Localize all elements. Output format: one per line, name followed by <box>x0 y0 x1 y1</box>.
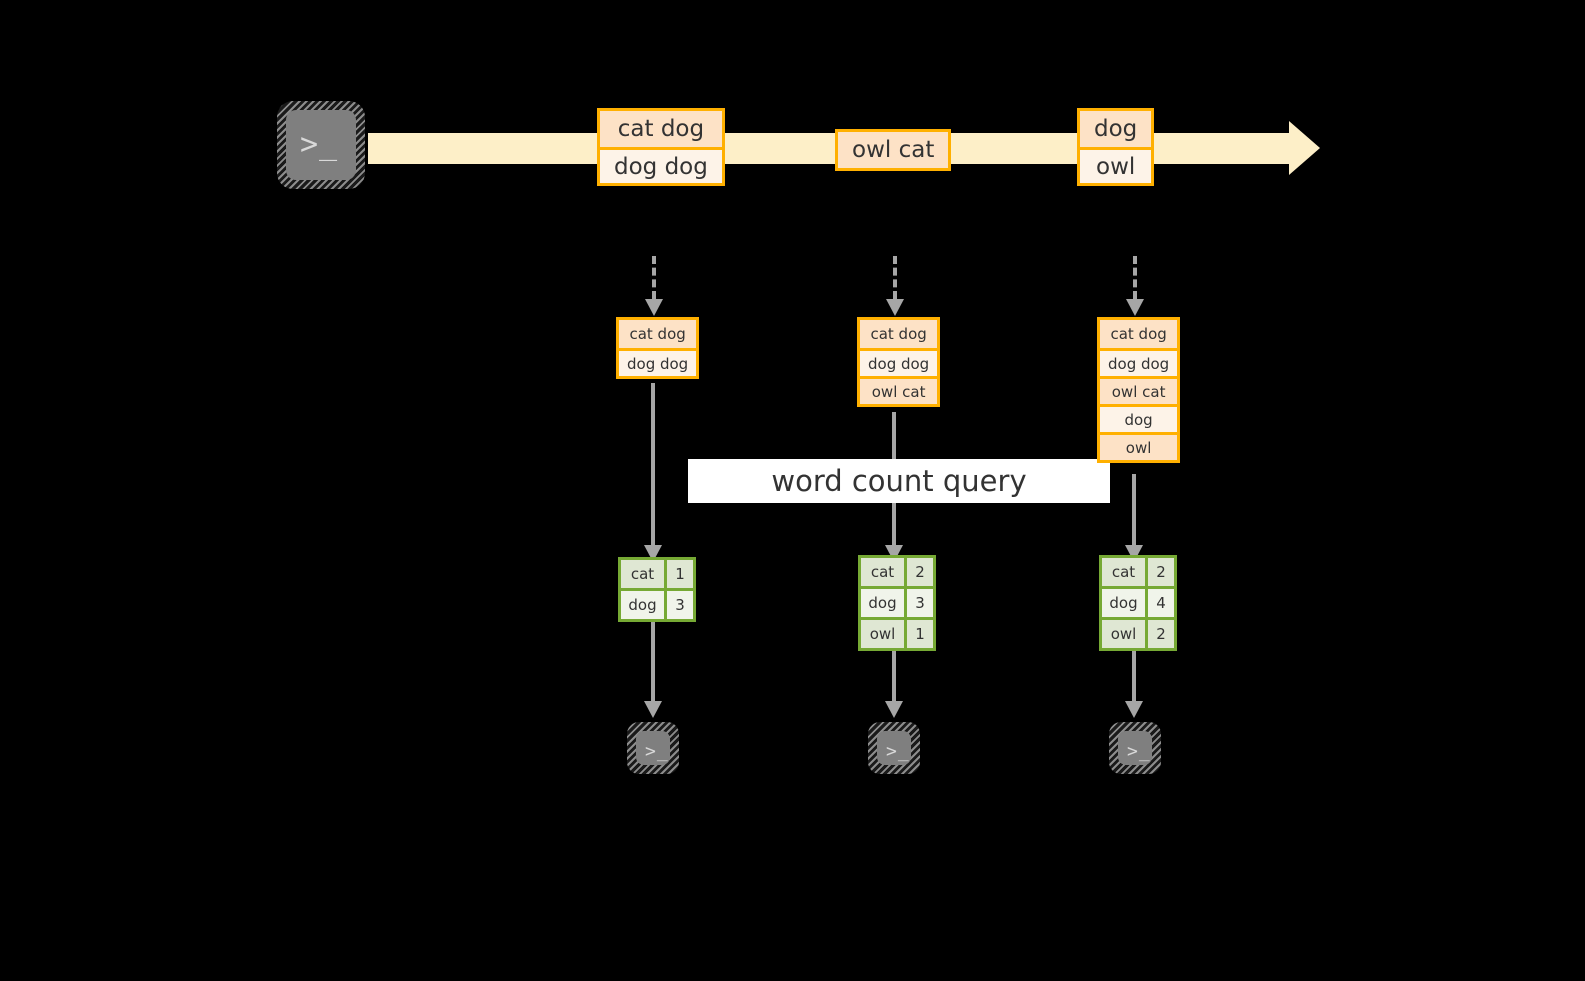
terminal-prompt-glyph: >_ <box>1127 741 1151 762</box>
result-count: 4 <box>1148 589 1174 617</box>
result-word: dog <box>621 591 667 619</box>
result-count: 1 <box>667 560 693 588</box>
connector-arrowhead <box>1126 299 1144 316</box>
terminal-prompt-glyph: >_ <box>300 127 339 162</box>
result-count: 3 <box>907 589 933 617</box>
terminal-body <box>636 731 670 765</box>
terminal-prompt-glyph: >_ <box>645 741 669 762</box>
query-label-text: word count query <box>771 464 1027 498</box>
accumulated-line: dog dog <box>619 348 697 376</box>
connector-arrowhead <box>1125 701 1143 718</box>
connector-line <box>652 256 656 299</box>
stream-event-line: owl cat <box>838 132 949 168</box>
result-table-2: cat 2 dog 3 owl 1 <box>858 555 936 651</box>
result-count: 2 <box>1148 558 1174 586</box>
result-count: 2 <box>1148 620 1174 648</box>
result-word: owl <box>1102 620 1148 648</box>
accumulated-line: cat dog <box>1100 320 1178 348</box>
result-word: cat <box>861 558 907 586</box>
result-count: 3 <box>667 591 693 619</box>
terminal-body <box>1118 731 1152 765</box>
accumulated-line: dog dog <box>860 348 938 376</box>
connector-line <box>1133 256 1137 299</box>
result-table-3: cat 2 dog 4 owl 2 <box>1099 555 1177 651</box>
result-word: owl <box>861 620 907 648</box>
accumulated-line: dog dog <box>1100 348 1178 376</box>
connector-line <box>651 621 655 701</box>
result-word: cat <box>621 560 667 588</box>
accumulated-line: cat dog <box>860 320 938 348</box>
result-word: dog <box>1102 589 1148 617</box>
stream-arrow-head <box>1289 121 1320 175</box>
result-count: 1 <box>907 620 933 648</box>
result-table-1: cat 1 dog 3 <box>618 557 696 622</box>
result-row: dog 4 <box>1102 586 1174 617</box>
connector-line <box>893 256 897 299</box>
terminal-body <box>286 110 356 180</box>
connector-arrowhead <box>645 299 663 316</box>
result-row: owl 2 <box>1102 617 1174 648</box>
connector-line <box>1132 650 1136 701</box>
terminal-prompt-glyph: >_ <box>886 741 910 762</box>
accumulated-line: dog <box>1100 404 1178 432</box>
result-row: cat 1 <box>621 560 693 588</box>
accumulator-stack-1: cat dog dog dog <box>616 317 700 379</box>
accumulated-line: owl cat <box>860 376 938 404</box>
stream-event-line: cat dog <box>600 111 722 147</box>
stream-event-line: dog dog <box>600 147 722 183</box>
accumulated-line: owl cat <box>1100 376 1178 404</box>
stream-event-3: dog owl <box>1077 108 1155 186</box>
terminal-body <box>877 731 911 765</box>
query-label-band: word count query <box>688 459 1110 503</box>
result-row: cat 2 <box>1102 558 1174 586</box>
result-word: dog <box>861 589 907 617</box>
result-word: cat <box>1102 558 1148 586</box>
sink-terminal-icon-1[interactable]: >_ <box>627 722 679 774</box>
accumulator-stack-3: cat dog dog dog owl cat dog owl <box>1097 317 1181 463</box>
accumulated-line: cat dog <box>619 320 697 348</box>
connector-line <box>892 650 896 701</box>
result-count: 2 <box>907 558 933 586</box>
connector-arrowhead <box>644 701 662 718</box>
connector-arrowhead <box>885 701 903 718</box>
source-terminal-icon[interactable]: >_ <box>277 101 365 189</box>
stream-event-line: owl <box>1080 147 1152 183</box>
result-row: dog 3 <box>621 588 693 619</box>
stream-event-2: owl cat <box>835 129 952 171</box>
connector-line <box>1132 474 1136 545</box>
result-row: dog 3 <box>861 586 933 617</box>
accumulated-line: owl <box>1100 432 1178 460</box>
sink-terminal-icon-2[interactable]: >_ <box>868 722 920 774</box>
result-row: cat 2 <box>861 558 933 586</box>
stream-event-line: dog <box>1080 111 1152 147</box>
result-row: owl 1 <box>861 617 933 648</box>
accumulator-stack-2: cat dog dog dog owl cat <box>857 317 941 407</box>
stream-event-1: cat dog dog dog <box>597 108 725 186</box>
sink-terminal-icon-3[interactable]: >_ <box>1109 722 1161 774</box>
connector-line <box>651 383 655 545</box>
connector-arrowhead <box>886 299 904 316</box>
